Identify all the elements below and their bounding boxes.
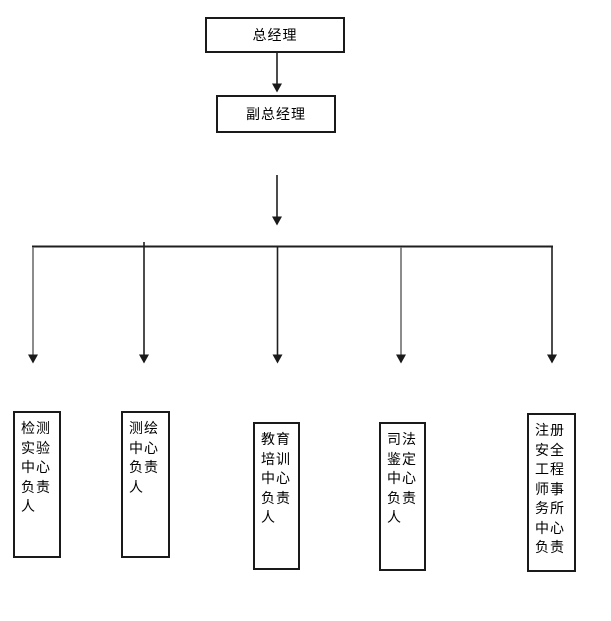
node-general-manager: 总经理 <box>205 17 345 53</box>
node-dept-judicial-appraisal-center: 司法 鉴定 中心 负责 人 <box>379 422 426 571</box>
node-general-manager-label: 总经理 <box>252 28 298 44</box>
node-dept-surveying-center: 测绘 中心 负责 人 <box>121 411 170 558</box>
node-dept-label: 测绘 中心 负责 人 <box>129 421 159 496</box>
node-dept-registered-safety-engineer-office: 注册 安全 工程 师事 务所 中心 负责 <box>527 413 576 572</box>
node-dept-label: 注册 安全 工程 师事 务所 中心 负责 <box>535 423 565 556</box>
node-dept-label: 司法 鉴定 中心 负责 人 <box>387 432 417 526</box>
node-dept-education-training-center: 教育 培训 中心 负责 人 <box>253 422 300 570</box>
node-dept-label: 检测 实验 中心 负责 人 <box>21 421 51 515</box>
node-dept-label: 教育 培训 中心 负责 人 <box>261 432 291 526</box>
node-deputy-general-manager: 副总经理 <box>216 95 336 133</box>
node-dept-testing-lab-center: 检测 实验 中心 负责 人 <box>13 411 61 558</box>
node-deputy-general-manager-label: 副总经理 <box>246 107 306 123</box>
